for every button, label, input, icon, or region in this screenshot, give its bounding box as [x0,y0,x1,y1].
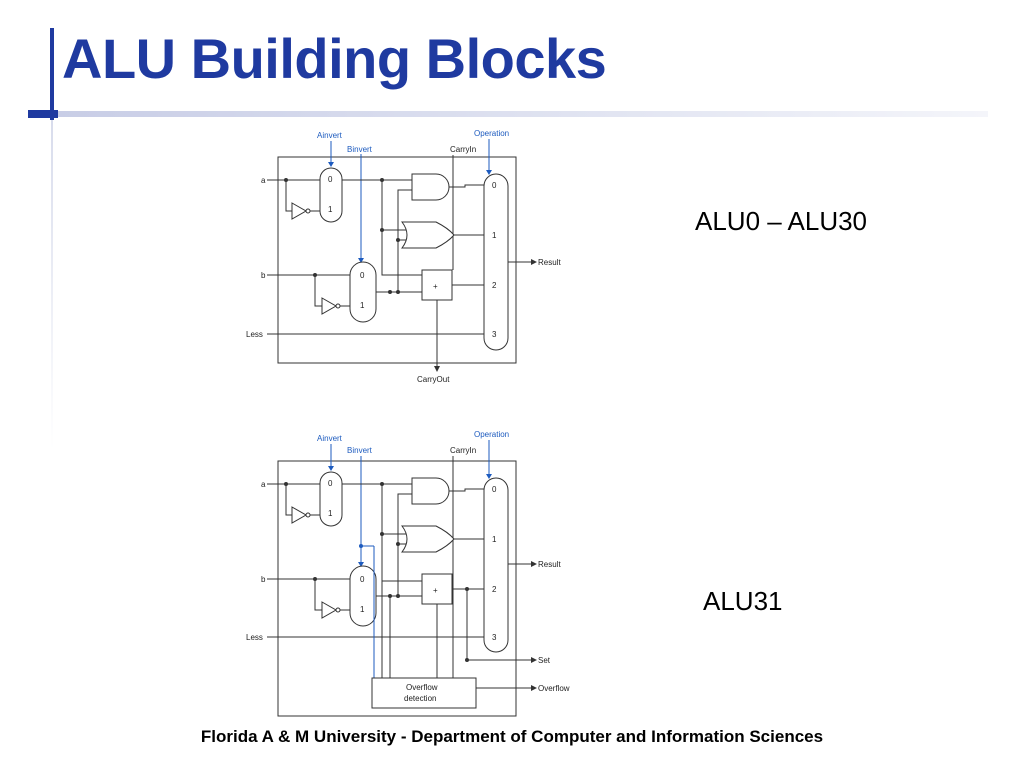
binvert-label: Binvert [347,446,373,455]
ainvert-arrow [328,466,334,471]
and-out [449,184,484,188]
caption-alu0-30: ALU0 – ALU30 [695,206,868,236]
slide-footer: Florida A & M University - Department of… [200,727,824,746]
less-label: Less [246,330,263,339]
and-gate [411,173,450,201]
carryin-label: CarryIn [450,446,476,455]
overflow-label: Overflow [538,684,570,693]
result-mux-in0: 0 [492,485,497,494]
alu31-schematic: Ainvert Binvert Operation CarryIn a 0 1 … [246,430,570,717]
a-inverter-bubble [305,208,311,214]
input-b-label: b [261,575,266,584]
carryin-label: CarryIn [450,145,476,154]
result-mux-in0: 0 [492,181,497,190]
b-invert-wire [314,579,322,611]
alu31-diagram: Ainvert Binvert Operation CarryIn a 0 1 … [240,426,580,726]
mux-a [319,167,343,223]
binvert-label: Binvert [347,145,373,154]
alu-frame [277,460,517,717]
a-inverter-bubble [305,512,311,518]
slide-title: ALU Building Blocks [62,27,607,90]
a-inverter [291,202,308,220]
mux-b-in0: 0 [360,271,365,280]
mux-a-in0: 0 [328,175,333,184]
mux-a [319,471,343,527]
adder-symbol: + [433,586,438,595]
result-arrow [531,259,537,265]
b-inverter-bubble [335,303,341,309]
set-arrow [531,657,537,663]
mux-b-in1: 1 [360,301,365,310]
result-mux [483,477,509,653]
binvert-arrow [358,562,364,567]
result-mux-in1: 1 [492,535,497,544]
alu-frame [277,156,517,364]
b-inverter [321,601,338,619]
result-mux-in3: 3 [492,633,497,642]
input-a-label: a [261,176,266,185]
alu0-30-diagram: Ainvert Binvert Operation CarryIn a 0 1 … [240,124,580,394]
operation-label: Operation [474,129,509,138]
accent-vertical-fade [51,120,53,450]
input-b-label: b [261,271,266,280]
mux-a-in1: 1 [328,205,333,214]
less-label: Less [246,633,263,642]
overflow-box-line1: Overflow [406,683,438,692]
b-to-and [397,189,412,292]
input-a-label: a [261,480,266,489]
alu0-30-schematic: Ainvert Binvert Operation CarryIn a 0 1 … [246,129,561,384]
or-gate [400,221,455,249]
and-gate [411,477,450,505]
mux-a-in0: 0 [328,479,333,488]
adder-symbol: + [433,282,438,291]
a-invert-wire [285,484,292,516]
operation-arrow [486,170,492,175]
accent-vertical-bar [50,28,54,120]
adder [421,573,453,605]
mux-b-in0: 0 [360,575,365,584]
adder [421,269,453,301]
a-to-adder [381,230,422,276]
result-arrow [531,561,537,567]
carryout-arrow [434,366,440,372]
result-label: Result [538,560,561,569]
a-inverter [291,506,308,524]
caption-alu31: ALU31 [703,586,783,616]
ainvert-label: Ainvert [317,434,343,443]
overflow-detection-box [371,677,477,709]
result-mux-in2: 2 [492,585,497,594]
result-mux-in2: 2 [492,281,497,290]
b-to-and [397,493,412,596]
b-invert-wire [314,275,322,307]
b-out-junction [388,290,392,294]
result-mux-in1: 1 [492,231,497,240]
and-out [449,488,484,492]
b-inverter-bubble [335,607,341,613]
accent-horizontal-line [58,111,988,117]
overflow-arrow [531,685,537,691]
accent-horizontal-bar [28,110,58,118]
mux-b-in1: 1 [360,605,365,614]
ainvert-arrow [328,162,334,167]
binvert-arrow [358,258,364,263]
a-invert-wire [285,180,292,212]
ainvert-label: Ainvert [317,131,343,140]
carryout-label: CarryOut [417,375,450,384]
result-mux-in3: 3 [492,330,497,339]
result-mux [483,173,509,351]
operation-arrow [486,474,492,479]
or-gate [400,525,455,553]
result-label: Result [538,258,561,267]
mux-a-in1: 1 [328,509,333,518]
b-inverter [321,297,338,315]
overflow-box-line2: detection [404,694,436,703]
set-out-junction [465,658,469,662]
operation-label: Operation [474,430,509,439]
set-label: Set [538,656,551,665]
